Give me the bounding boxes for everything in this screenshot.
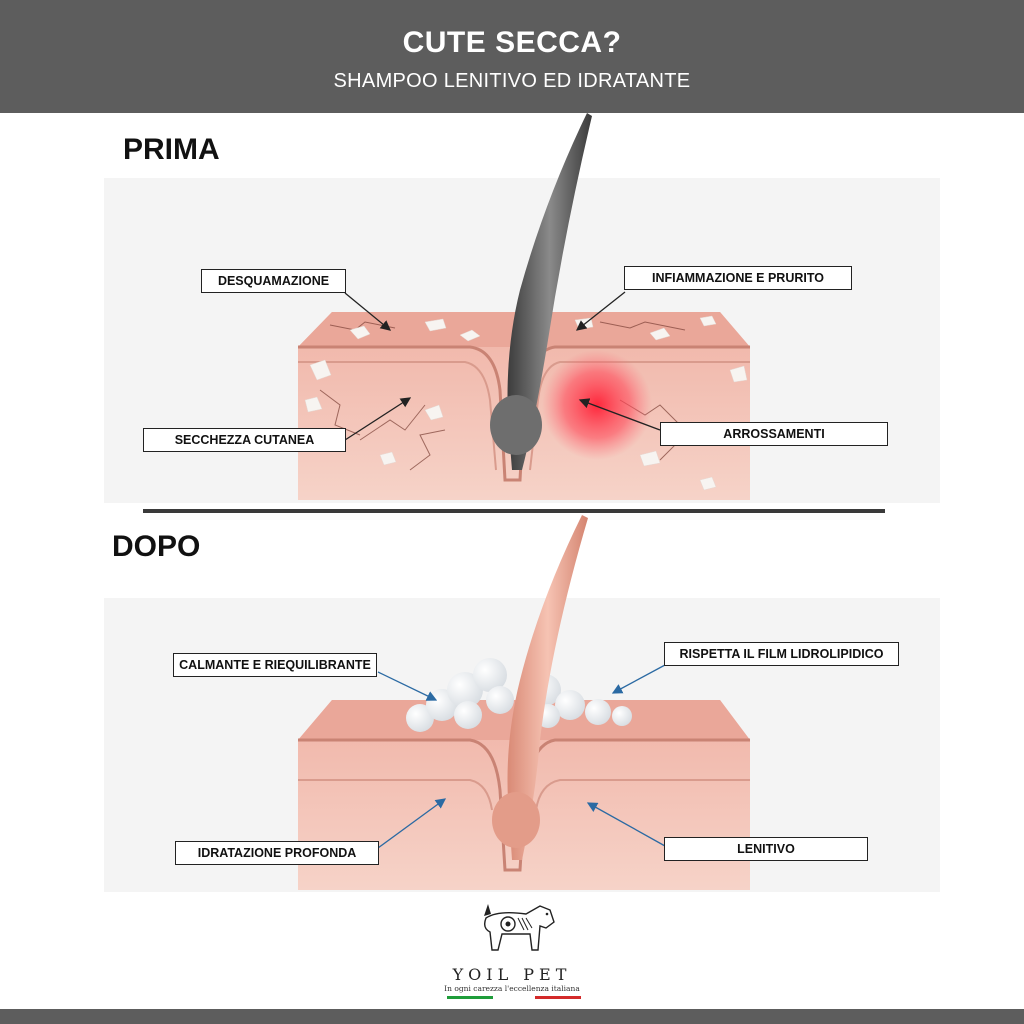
brand-name: YOIL PET (452, 965, 572, 984)
footer-bar (0, 1009, 1024, 1024)
foam-bubbles (406, 658, 632, 732)
section-divider (143, 509, 885, 513)
flag-red-stripe (535, 996, 581, 999)
before-arrows (344, 291, 661, 441)
page-subtitle: SHAMPOO LENITIVO ED IDRATANTE (333, 70, 691, 92)
callout-film: RISPETTA IL FILM LIDROLIPIDICO (664, 642, 899, 666)
callout-idratazione: IDRATAZIONE PROFONDA (175, 841, 379, 865)
header-banner: CUTE SECCA? SHAMPOO LENITIVO ED IDRATANT… (0, 0, 1024, 113)
flag-green-stripe (447, 996, 493, 999)
healthy-hair (507, 515, 588, 860)
callout-desquamazione: DESQUAMAZIONE (201, 269, 346, 293)
page-title: CUTE SECCA? (402, 26, 622, 59)
dry-hair (507, 113, 592, 470)
before-label: PRIMA (123, 133, 220, 166)
flag-white-stripe (493, 996, 535, 999)
yoil-pet-logo (483, 904, 555, 951)
callout-lenitivo: LENITIVO (664, 837, 868, 861)
callout-calmante: CALMANTE E RIEQUILIBRANTE (173, 653, 377, 677)
before-skin-block (298, 113, 750, 500)
redness-spot (542, 350, 652, 460)
after-skin-block (298, 515, 750, 890)
after-arrows (377, 664, 666, 849)
after-label: DOPO (112, 530, 201, 563)
callout-arrossamenti: ARROSSAMENTI (660, 422, 888, 446)
brand-tagline: In ogni carezza l'eccellenza italiana (444, 984, 580, 993)
callout-secchezza: SECCHEZZA CUTANEA (143, 428, 346, 452)
callout-infiammazione: INFIAMMAZIONE E PRURITO (624, 266, 852, 290)
